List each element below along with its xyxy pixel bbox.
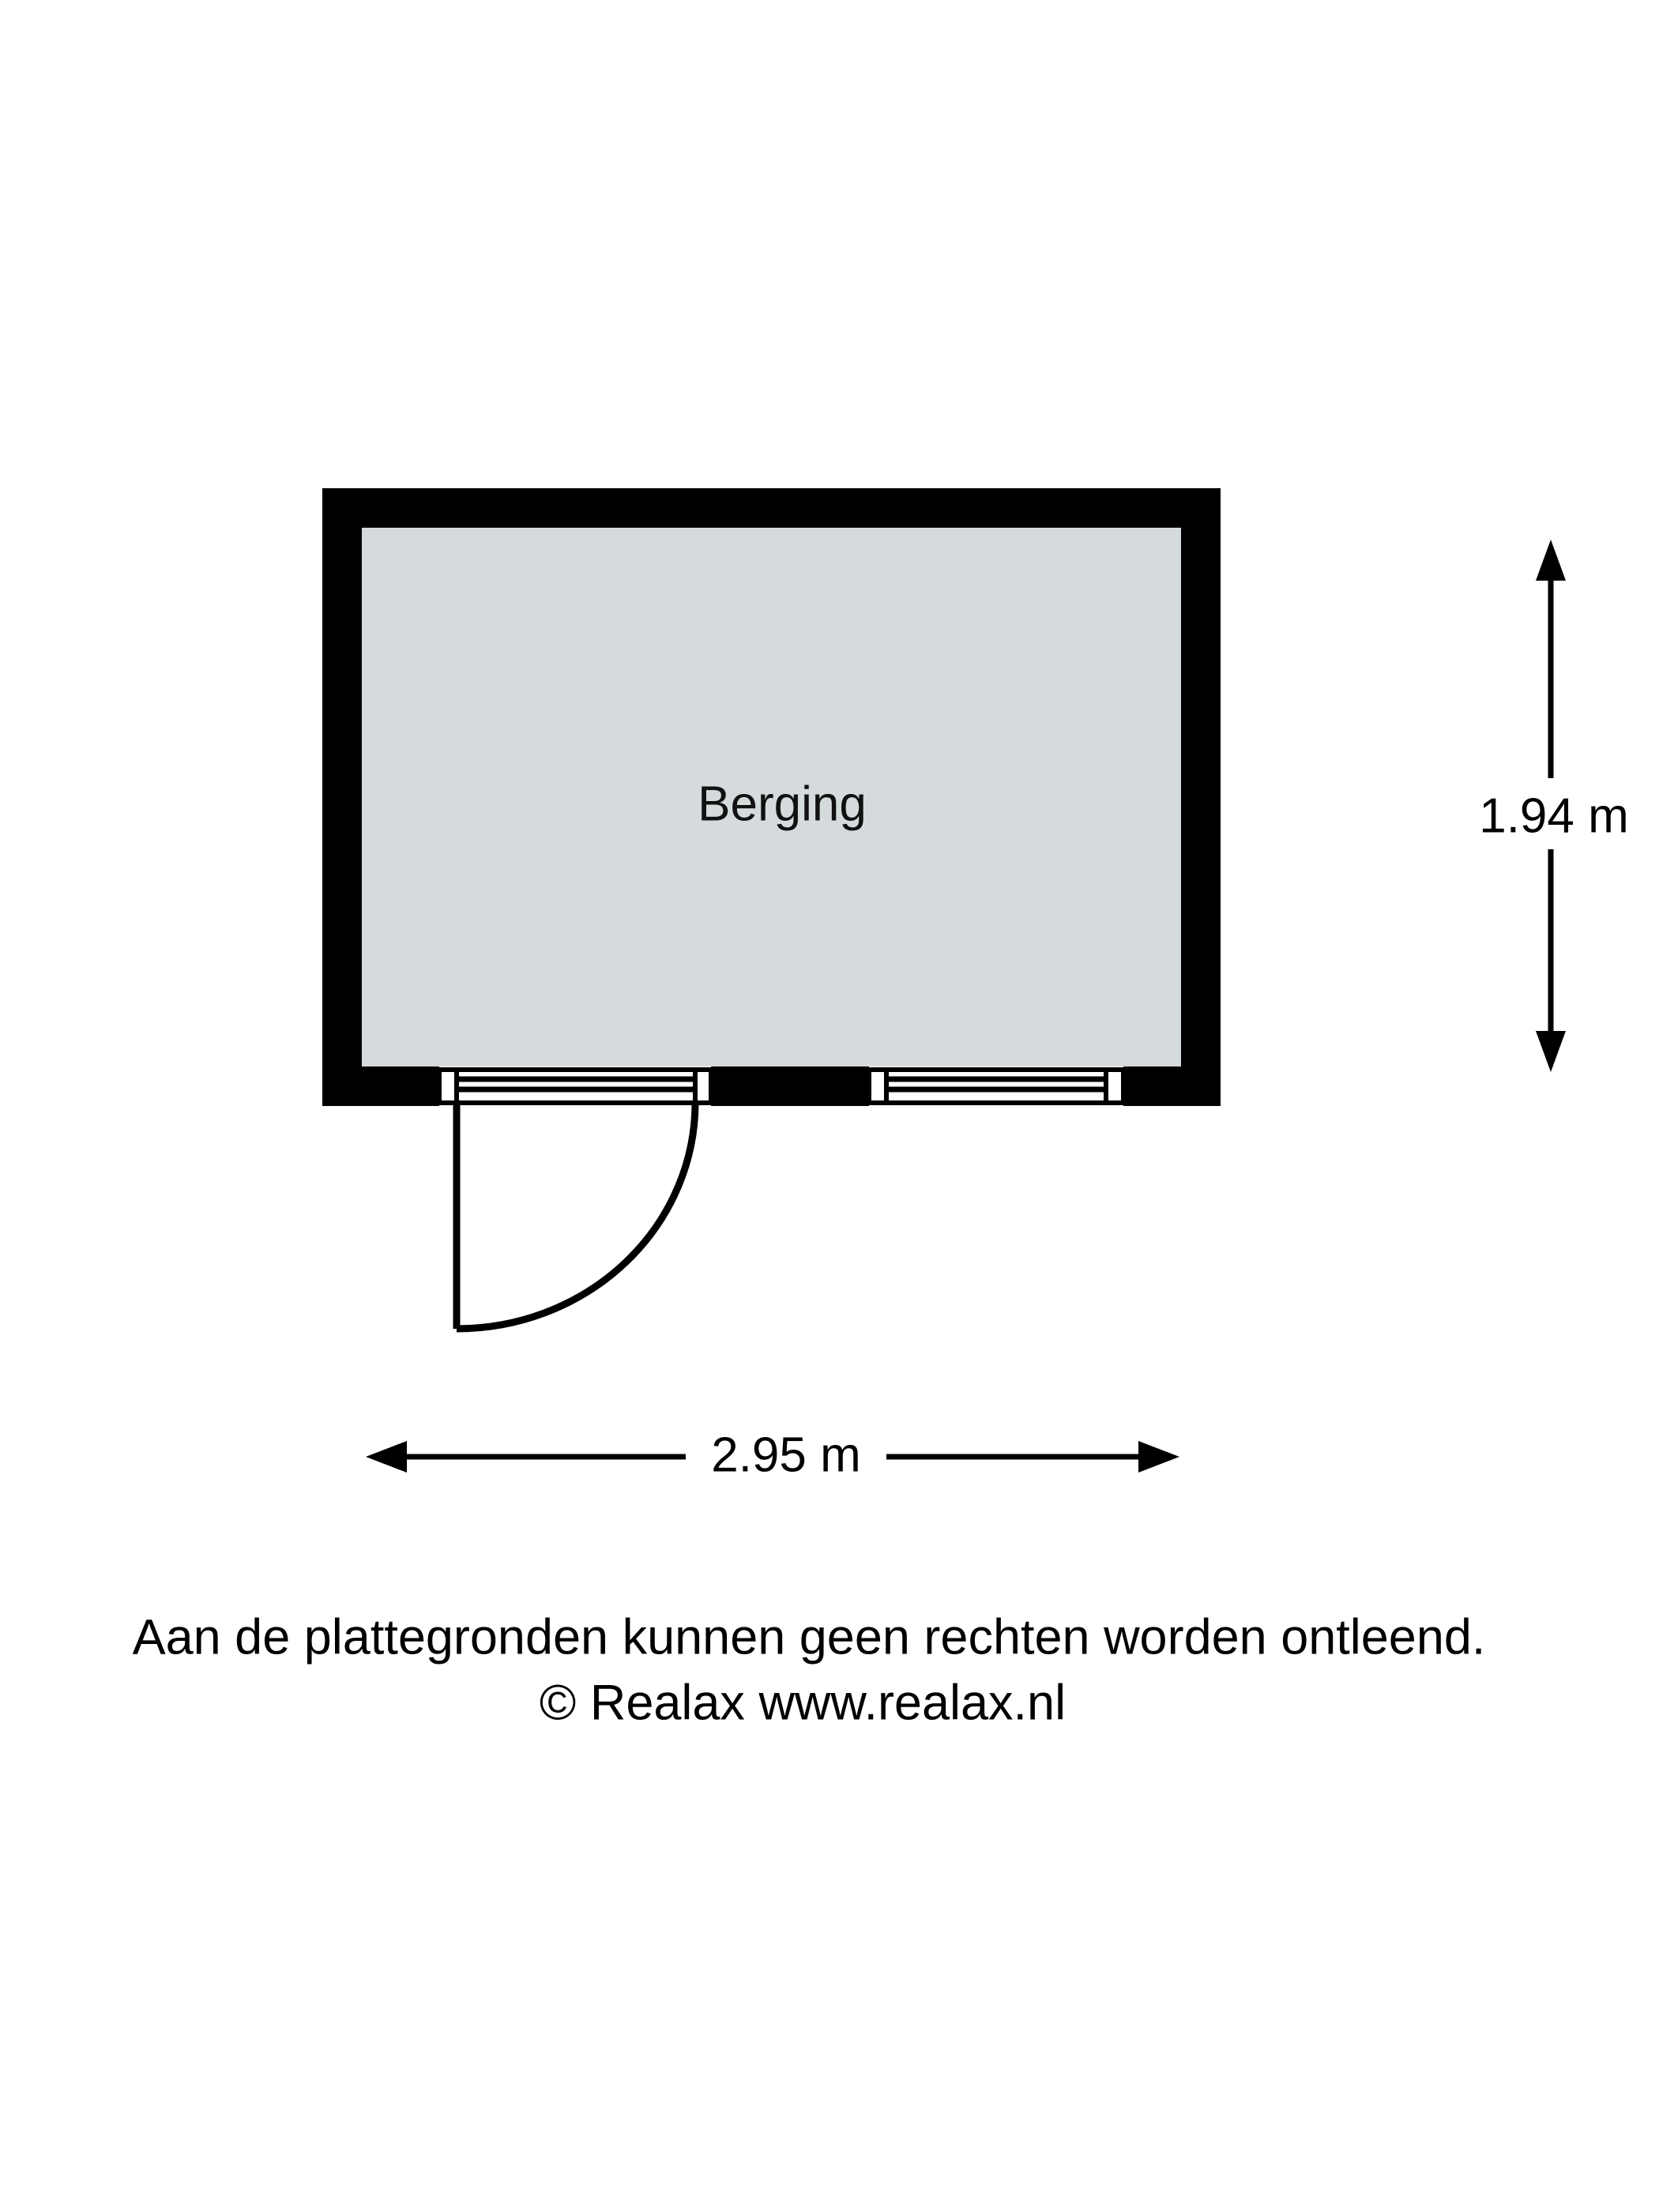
dimension-vertical-label: 1.94 m	[1479, 788, 1629, 843]
room-floor-berging	[362, 528, 1181, 1066]
disclaimer-line-1: Aan de plattegronden kunnen geen rechten…	[133, 1610, 1486, 1665]
dimension-vertical-arrow-top	[1536, 540, 1566, 581]
dimension-horizontal-arrow-left	[366, 1441, 407, 1473]
door-swing-arc	[456, 1102, 699, 1333]
door-swing-group	[453, 1102, 699, 1333]
dimension-vertical-arrow-bottom	[1536, 1031, 1566, 1072]
dimension-horizontal-label: 2.95 m	[711, 1428, 861, 1482]
dimension-horizontal-label-bg	[686, 1425, 886, 1490]
footer-disclaimer: Aan de plattegronden kunnen geen rechten…	[133, 1610, 1486, 1731]
dimension-vertical: 1.94 m	[1465, 540, 1643, 1072]
walls-group	[322, 488, 1221, 1106]
window-frame	[867, 1067, 1126, 1105]
disclaimer-line-2: © Realax www.realax.nl	[540, 1676, 1066, 1731]
room-label-berging: Berging	[698, 777, 867, 831]
dimension-vertical-label-bg	[1465, 786, 1643, 849]
door-frame	[437, 1067, 713, 1105]
dimension-horizontal: 2.95 m	[366, 1425, 1179, 1490]
window-right[interactable]	[867, 1067, 1126, 1105]
entry-door[interactable]	[437, 1067, 713, 1105]
dimension-horizontal-arrow-right	[1138, 1441, 1179, 1473]
